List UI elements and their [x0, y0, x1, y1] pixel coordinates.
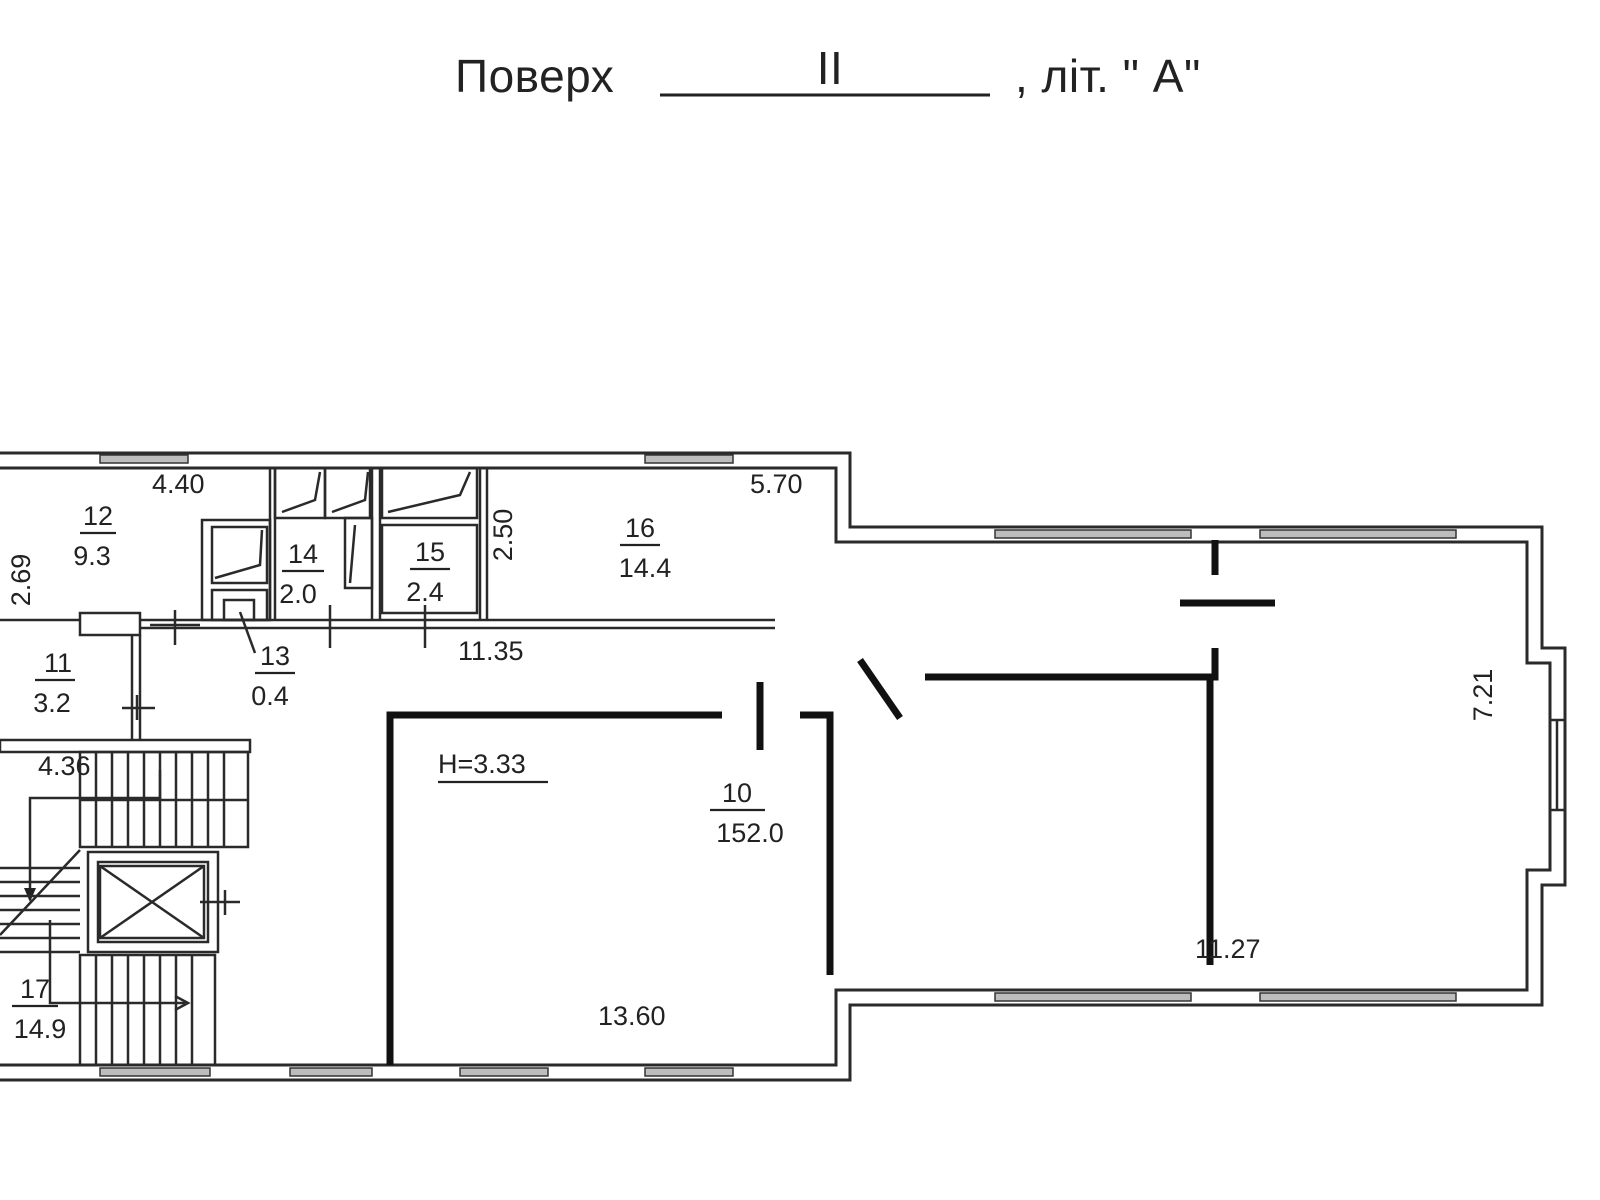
- new-partitions: [386, 540, 1275, 1065]
- room-number: 15: [415, 537, 445, 567]
- room-labels: 12 9.3 14 2.0 15 2.4 16 14.4 13 0.4 11 3…: [12, 501, 784, 1044]
- outer-walls: [0, 451, 1567, 1082]
- elevator-cross-icon: [98, 864, 206, 940]
- dim-4-36: 4.36: [38, 751, 91, 781]
- room-area: 3.2: [33, 688, 71, 718]
- window: [994, 529, 1192, 539]
- dim-5-70: 5.70: [750, 469, 803, 499]
- room-10: 10 152.0: [710, 778, 784, 848]
- windows: [99, 454, 1457, 1077]
- room-area: 14.9: [14, 1014, 67, 1044]
- window: [644, 454, 734, 464]
- room-14: 14 2.0: [279, 539, 324, 609]
- room-13: 13 0.4: [251, 641, 295, 711]
- window: [994, 992, 1192, 1002]
- room-area: 2.4: [406, 577, 444, 607]
- room-15: 15 2.4: [406, 537, 450, 607]
- dim-2-69: 2.69: [6, 554, 36, 607]
- staircase: [0, 738, 252, 1067]
- room-number: 17: [20, 974, 50, 1004]
- room-17: 17 14.9: [12, 974, 66, 1044]
- room-number: 11: [44, 648, 72, 678]
- room-number: 13: [260, 641, 290, 671]
- stair-treads-upper: [80, 752, 248, 847]
- room-area: 152.0: [716, 818, 784, 848]
- room-number: 14: [288, 539, 318, 569]
- room-area: 2.0: [279, 579, 317, 609]
- room-area: 9.3: [73, 541, 111, 571]
- floor-value: II: [817, 42, 844, 94]
- room-area: 0.4: [251, 681, 289, 711]
- height-label: H=3.33: [438, 749, 526, 779]
- window: [99, 1067, 211, 1077]
- window: [289, 1067, 373, 1077]
- stair-arrow-upper: [28, 770, 162, 900]
- window: [99, 454, 189, 464]
- letter-label: , літ. " А": [1015, 50, 1201, 102]
- room-number: 16: [625, 513, 655, 543]
- stair-arrow-lower: [48, 920, 185, 1005]
- dim-11-35: 11.35: [458, 636, 524, 666]
- window: [644, 1067, 734, 1077]
- room-11: 11 3.2: [33, 648, 75, 718]
- ceiling-height: H=3.33: [438, 749, 548, 784]
- dimensions: 4.40 5.70 11.35 4.36 11.27 13.60 2.69 2.…: [6, 469, 1498, 1031]
- room-16: 16 14.4: [619, 513, 672, 583]
- stair-treads-lower: [94, 955, 194, 1065]
- dim-7-21: 7.21: [1468, 669, 1498, 722]
- window: [1259, 529, 1457, 539]
- room-12: 12 9.3: [73, 501, 116, 571]
- floor-label: Поверх: [455, 50, 614, 102]
- dim-11-27: 11.27: [1195, 934, 1261, 964]
- stair-treads-landing: [0, 849, 81, 954]
- dim-2-50: 2.50: [488, 509, 518, 562]
- window: [1259, 992, 1457, 1002]
- dim-4-40: 4.40: [152, 469, 205, 499]
- plan-header: Поверх II , літ. " А": [455, 42, 1201, 102]
- window: [459, 1067, 549, 1077]
- room-number: 10: [722, 778, 752, 808]
- dim-13-60: 13.60: [598, 1001, 666, 1031]
- room-area: 14.4: [619, 553, 672, 583]
- interior-partitions: [0, 466, 838, 740]
- room-number: 12: [83, 501, 113, 531]
